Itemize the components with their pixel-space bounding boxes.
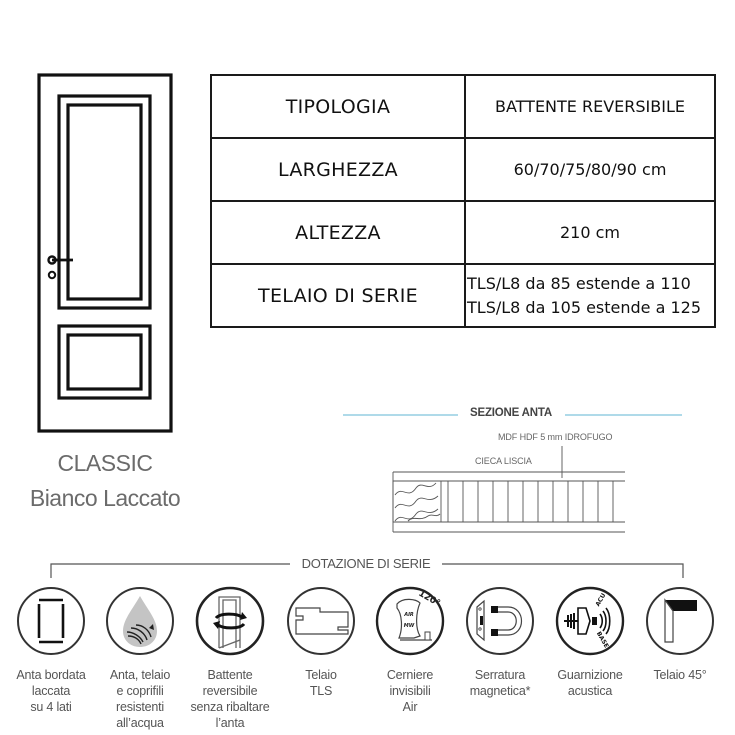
water-drop-icon — [106, 587, 174, 655]
door-upper-panel-outer — [57, 94, 152, 310]
spec-value-tipologia: BATTENTE REVERSIBILE — [464, 74, 716, 139]
door-handle-icon — [47, 255, 73, 265]
product-finish: Bianco Laccato — [29, 485, 181, 511]
section-note-material: MDF HDF 5 mm IDROFUGO — [498, 432, 613, 442]
feature-label-water-resistant: Anta, telaio e coprifili resistenti all’… — [109, 668, 171, 730]
svg-text:ACU: ACU — [594, 592, 607, 608]
table-row: TIPOLOGIA BATTENTE REVERSIBILE — [210, 74, 716, 139]
spec-value-telaio: TLS/L8 da 85 estende a 110 TLS/L8 da 105… — [464, 263, 716, 328]
feature-label-acoustic-seal: Guarnizione acustica — [557, 668, 623, 698]
feature-label-reversible: Battente reversibile senza ribaltare l’a… — [190, 668, 270, 730]
spec-label-larghezza: LARGHEZZA — [210, 137, 466, 202]
spec-label-altezza: ALTEZZA — [210, 200, 466, 265]
reversible-door-icon — [195, 586, 265, 656]
feature-label-tls-frame: Telaio TLS — [305, 668, 337, 698]
feature-label-magnetic-lock: Serratura magnetica* — [469, 668, 531, 698]
door-upper-panel-inner — [66, 103, 143, 301]
door-lower-panel-inner — [66, 333, 143, 391]
table-row: LARGHEZZA 60/70/75/80/90 cm — [210, 137, 716, 202]
spec-value-telaio-line-2: TLS/L8 da 105 estende a 125 — [467, 297, 702, 317]
equipment-title: DOTAZIONE DI SERIE — [290, 556, 442, 571]
acoustic-seal-icon: ACU BASE — [555, 586, 625, 656]
table-row: ALTEZZA 210 cm — [210, 200, 716, 265]
spec-value-altezza: 210 cm — [464, 200, 716, 265]
door-illustration — [37, 73, 173, 433]
spec-label-tipologia: TIPOLOGIA — [210, 74, 466, 139]
tls-frame-icon — [287, 587, 355, 655]
product-model: CLASSIC — [57, 450, 153, 476]
section-title: SEZIONE ANTA — [470, 407, 552, 419]
bordered-door-icon — [17, 587, 85, 655]
table-row: TELAIO DI SERIE TLS/L8 da 85 estende a 1… — [210, 263, 716, 328]
door-cross-section — [392, 471, 625, 533]
svg-text:BASE: BASE — [595, 631, 610, 650]
spec-label-telaio: TELAIO DI SERIE — [210, 263, 466, 328]
invisible-hinge-icon: AIR MW 120° — [375, 586, 445, 656]
feature-label-frame-45: Telaio 45° — [653, 668, 707, 682]
keyhole-icon — [47, 270, 57, 280]
svg-text:MW: MW — [404, 623, 415, 629]
spec-value-larghezza: 60/70/75/80/90 cm — [464, 137, 716, 202]
feature-label-bordered-door: Anta bordata laccata su 4 lati — [16, 668, 86, 714]
feature-label-hinges: Cerniere invisibili Air — [386, 668, 434, 714]
spec-value-telaio-line-1: TLS/L8 da 85 estende a 110 — [467, 273, 691, 293]
frame-45-icon — [646, 587, 714, 655]
door-lower-panel-outer — [57, 324, 152, 400]
svg-text:AIR: AIR — [403, 612, 414, 618]
svg-text:120°: 120° — [416, 589, 441, 609]
spec-table: TIPOLOGIA BATTENTE REVERSIBILE LARGHEZZA… — [210, 74, 716, 328]
door-outer-frame — [37, 73, 173, 433]
section-note-type: CIECA LISCIA — [475, 456, 532, 466]
magnetic-lock-icon — [466, 587, 534, 655]
